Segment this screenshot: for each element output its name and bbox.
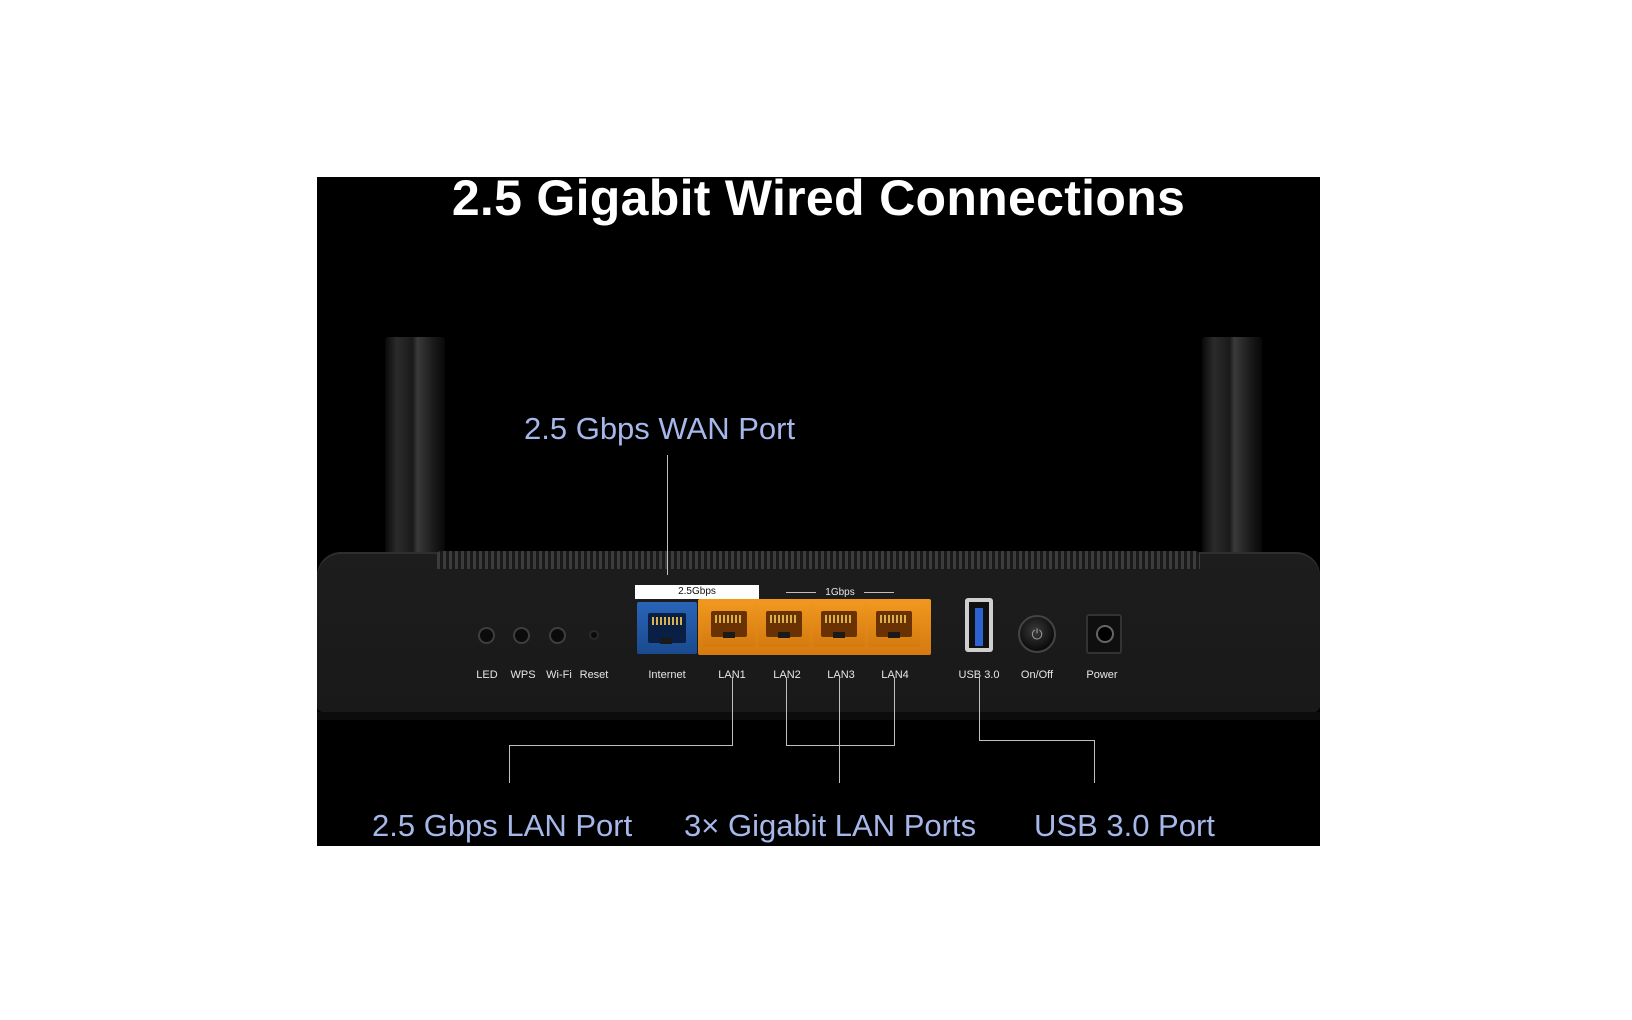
lan2-label: LAN2 (773, 669, 801, 681)
lan1-port (703, 602, 755, 647)
lan1-leader-up (509, 745, 510, 783)
lan4-leader (894, 677, 895, 746)
usb-port (965, 598, 993, 652)
lan1-leader-down (732, 677, 733, 746)
internet-port (637, 602, 697, 654)
usb-leader-up (1094, 740, 1095, 783)
lan4-port (868, 602, 920, 647)
lan2-leader (786, 677, 787, 746)
lan3-port (813, 602, 865, 647)
product-image-panel: 2.5 Gigabit Wired Connections LED WPS Wi… (317, 177, 1320, 846)
led-label: LED (476, 669, 498, 681)
lan2-port (758, 602, 810, 647)
reset-label: Reset (579, 669, 609, 681)
lan-speed-bracket-left (786, 592, 816, 593)
wps-label: WPS (510, 669, 536, 681)
wan-speed-label: 2.5Gbps (635, 585, 759, 599)
internet-label: Internet (648, 669, 686, 681)
lan-25-callout: 2.5 Gbps LAN Port (372, 808, 633, 843)
usb-callout: USB 3.0 Port (1034, 808, 1215, 843)
power-label: Power (1086, 669, 1118, 681)
power-icon: ⏻ (1031, 626, 1043, 642)
lan4-label: LAN4 (881, 669, 909, 681)
lan-speed-label: 1Gbps (825, 587, 855, 598)
wan-port-callout: 2.5 Gbps WAN Port (524, 411, 796, 446)
wps-button (513, 627, 530, 644)
router-vent-grille (437, 551, 1200, 569)
usb-leader-across (979, 740, 1095, 741)
usb-label: USB 3.0 (958, 669, 1000, 681)
usb-leader-down (979, 677, 980, 740)
lan-speed-bracket-right (864, 592, 894, 593)
headline: 2.5 Gigabit Wired Connections (451, 177, 1186, 226)
led-button (478, 627, 495, 644)
power-switch: ⏻ (1018, 615, 1056, 653)
lan1-leader-across (509, 745, 733, 746)
wifi-label: Wi-Fi (546, 669, 572, 681)
gigabit-lan-bracket (786, 745, 895, 746)
reset-pinhole (589, 630, 599, 640)
router-bottom-rim (317, 712, 1320, 720)
lan1-label: LAN1 (718, 669, 746, 681)
lan3-leader (839, 677, 840, 783)
wifi-button (549, 627, 566, 644)
power-jack (1086, 614, 1122, 654)
lan3-label: LAN3 (827, 669, 855, 681)
gigabit-lan-callout: 3× Gigabit LAN Ports (684, 808, 977, 843)
onoff-label: On/Off (1020, 669, 1054, 681)
wan-leader-line (667, 455, 668, 575)
